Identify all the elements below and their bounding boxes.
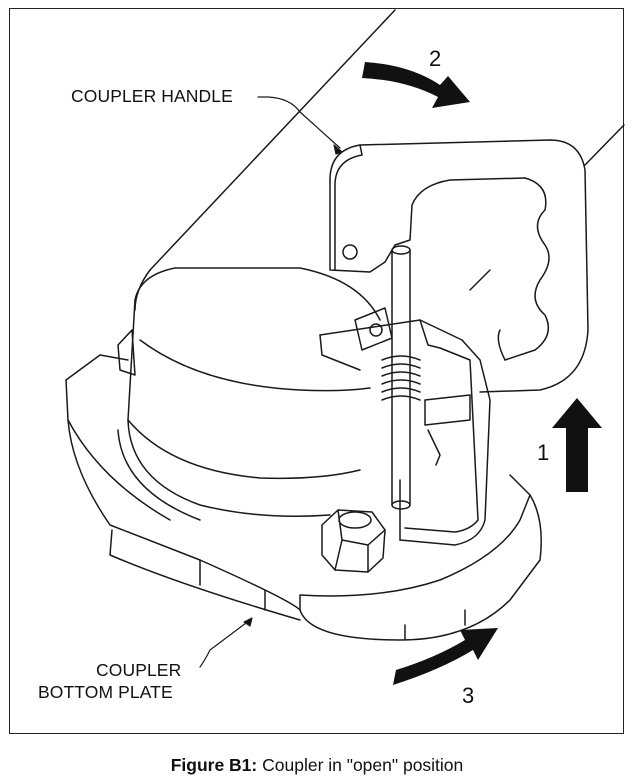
arrow-curved-3	[393, 628, 498, 685]
arrow-curved-2	[362, 62, 470, 108]
figure-caption-label: Figure B1:	[170, 755, 258, 775]
figure-caption-text: Coupler in "open" position	[257, 755, 464, 775]
arrow-up-1	[552, 398, 602, 492]
step-3-label: 3	[462, 683, 475, 708]
spring-pin	[354, 245, 421, 510]
coupler-housing	[117, 267, 381, 521]
step-2-label: 2	[429, 46, 442, 71]
hex-nut	[117, 329, 386, 573]
step-1-label: 1	[537, 440, 550, 465]
bottom-plate-callout-line1: COUPLER	[96, 660, 182, 680]
coupler-handle	[329, 139, 589, 393]
figure-caption: Figure B1: Coupler in "open" position	[0, 755, 634, 775]
bottom-plate-callout-line2: BOTTOM PLATE	[38, 682, 173, 702]
latch-bracket	[319, 319, 491, 546]
coupler-handle-callout: COUPLER HANDLE	[71, 86, 233, 106]
leader-lines	[199, 96, 343, 668]
figure-frame	[9, 8, 624, 734]
